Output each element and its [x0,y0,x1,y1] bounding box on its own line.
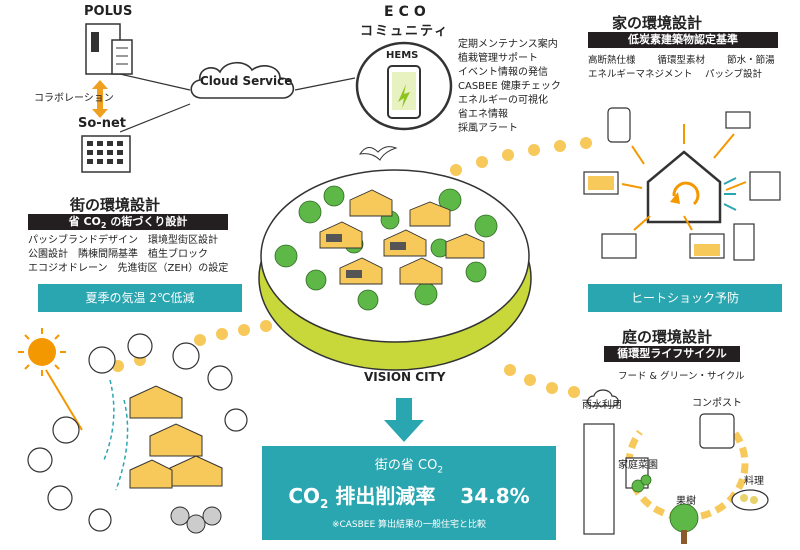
polus-building-icon [85,23,133,75]
house-row1: 高断熱仕様 循環型素材 節水・節湯 [588,55,775,66]
rain-label: 雨水利用 [582,400,622,411]
collab-arrow-icon [92,80,108,118]
cloud-icon [190,61,295,99]
collab-label: コラボレーション [34,93,114,104]
hems-feature: 定期メンテナンス案内 [458,39,558,50]
hems-feature: イベント情報の発信 [458,67,548,78]
town-line: エコジオドレーン 先進街区（ZEH）の設定 [28,263,229,274]
town-line: 公園設計 隣棟間隔基準 植生ブロック [28,249,208,260]
hems-device-icon [355,41,453,131]
polus-label: POLUS [84,4,133,19]
co2-result-box: 街の省 CO2 CO2 排出削減率 34.8% ※CASBEE 算出結果の一般住… [262,446,556,540]
garden-illustration [583,389,769,544]
community-label: コミュニティ [360,24,450,39]
fruit-tree-label: 果樹 [676,496,696,507]
result-note: ※CASBEE 算出結果の一般住宅と比較 [331,519,487,530]
hems-feature: 植栽管理サポート [458,53,538,64]
town-bar: 省 CO2 の街づくり設計 [28,214,228,230]
garden-bar: 循環型ライフサイクル [604,346,740,362]
vision-city-illustration [258,169,532,371]
compost-label: コンポスト [692,398,742,409]
cloud-links [120,73,356,133]
house-illustration [583,107,781,261]
garden-title: 庭の環境設計 [622,328,713,346]
town-result-box: 夏季の気温 2℃低減 [38,284,242,312]
garden-subtitle: フード & グリーン・サイクル [618,371,745,382]
cooking-label: 料理 [744,476,764,487]
house-result-box: ヒートショック予防 [588,284,782,312]
hems-feature: エネルギーの可視化 [458,95,548,106]
sun-icon [18,328,83,431]
down-arrow-icon [384,398,424,442]
hems-feature-list: 定期メンテナンス案内 植栽管理サポート イベント情報の発信 CASBEE 健康チ… [458,38,561,136]
house-title: 家の環境設計 [612,14,703,32]
house-row2: エネルギーマネジメント パッシブ設計 [588,69,763,80]
town-illustration [18,328,248,534]
town-line: パッシブランドデザイン 環境型街区設計 [28,235,218,246]
cloud-service-label: Cloud Service [200,74,293,88]
vision-city-label: VISION CITY [364,370,446,384]
sonet-label: So-net [78,116,126,131]
hems-feature: CASBEE 健康チェック [458,81,561,92]
kitchen-garden-label: 家庭菜園 [618,460,658,471]
sonet-building-icon [81,135,131,173]
house-bar: 低炭素建築物認定基準 [588,32,778,48]
result-line2: CO2 排出削減率 34.8% [288,483,530,511]
eco-label: ECO [384,4,431,20]
town-title: 街の環境設計 [70,196,161,214]
hems-label: HEMS [386,50,419,61]
bird-icon [358,146,398,161]
reduction-rate: 34.8% [460,483,530,508]
hems-feature: 採風アラート [458,123,518,134]
hems-feature: 省エネ情報 [458,109,508,120]
result-line1: 街の省 CO2 [374,458,444,476]
